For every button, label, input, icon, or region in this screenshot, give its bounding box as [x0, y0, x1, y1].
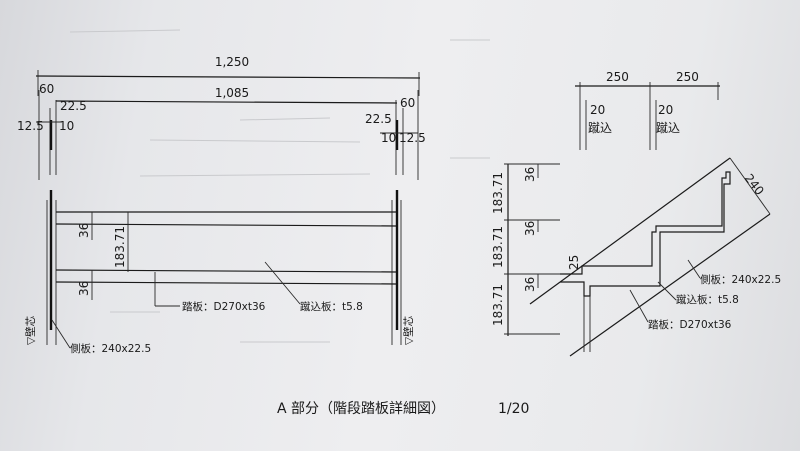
- dim-20-b: 20: [658, 103, 673, 117]
- dim-240: 240: [742, 171, 767, 198]
- upper-tread-bottom: [55, 223, 397, 227]
- dim-right-22-5: 22.5: [365, 112, 392, 126]
- show-through-text: [69, 29, 490, 343]
- lower-tread-bottom: [55, 281, 397, 285]
- label-kick-front: 蹴込板：t5.8: [300, 300, 363, 313]
- dim-rise-front: 183.71: [113, 226, 127, 268]
- side-view: 250 250 20 20 蹴込 蹴込 183.71 183.71 183.71…: [491, 70, 781, 357]
- dim-line-overall: [35, 75, 421, 79]
- dim-right-12-5: 12.5: [399, 131, 426, 145]
- dim-36-lower: 36: [77, 281, 91, 296]
- dim-left-10: 10: [59, 119, 74, 133]
- dim-left-60: 60: [39, 82, 54, 96]
- dim-inner: 1,085: [215, 86, 249, 100]
- front-view: 1,250 1,085 60 22.5 12.5 10 60 22.5 10 1…: [17, 55, 426, 355]
- thickness-36-3: 36: [523, 277, 537, 292]
- caption-title: A 部分（階段踏板詳細図）: [277, 401, 445, 417]
- label-wall-right: ▽壁芯: [402, 316, 415, 345]
- rise-dim-2: 183.71: [491, 226, 505, 268]
- thickness-36-2: 36: [523, 221, 537, 236]
- kick-label-a: 蹴込: [588, 121, 612, 135]
- dim-250-a: 250: [606, 70, 629, 84]
- label-stringer-side: 側板：240x22.5: [700, 273, 781, 286]
- label-wall-left: ▽壁芯: [24, 316, 37, 345]
- caption-scale: 1/20: [498, 401, 529, 417]
- dim-250-b: 250: [676, 70, 699, 84]
- label-stringer-front: 側板：240x22.5: [70, 342, 151, 355]
- stair-profile: [560, 171, 731, 297]
- label-kick-side: 蹴込板：t5.8: [676, 293, 739, 306]
- kick-label-b: 蹴込: [656, 121, 680, 135]
- label-tread-side: 踏板：D270xt36: [648, 318, 732, 331]
- rise-dim-3: 183.71: [491, 284, 505, 326]
- stringer-lower-edge: [569, 213, 771, 357]
- dim-right-60: 60: [400, 96, 415, 110]
- dim-overall: 1,250: [215, 55, 249, 69]
- dim-20-a: 20: [590, 103, 605, 117]
- stringer-upper-edge: [529, 157, 731, 305]
- lower-tread-top: [55, 269, 397, 273]
- dim-25: 25: [567, 255, 581, 270]
- dim-left-22-5: 22.5: [60, 99, 87, 113]
- dim-right-10: 10: [381, 131, 396, 145]
- label-tread-front: 踏板：D270xt36: [182, 300, 266, 313]
- thickness-36-1: 36: [523, 167, 537, 182]
- rise-dim-1: 183.71: [491, 172, 505, 214]
- dim-36-upper: 36: [77, 223, 91, 238]
- dim-left-12-5: 12.5: [17, 119, 44, 133]
- caption: A 部分（階段踏板詳細図） 1/20: [277, 401, 529, 417]
- dim-line-inner: [55, 100, 398, 104]
